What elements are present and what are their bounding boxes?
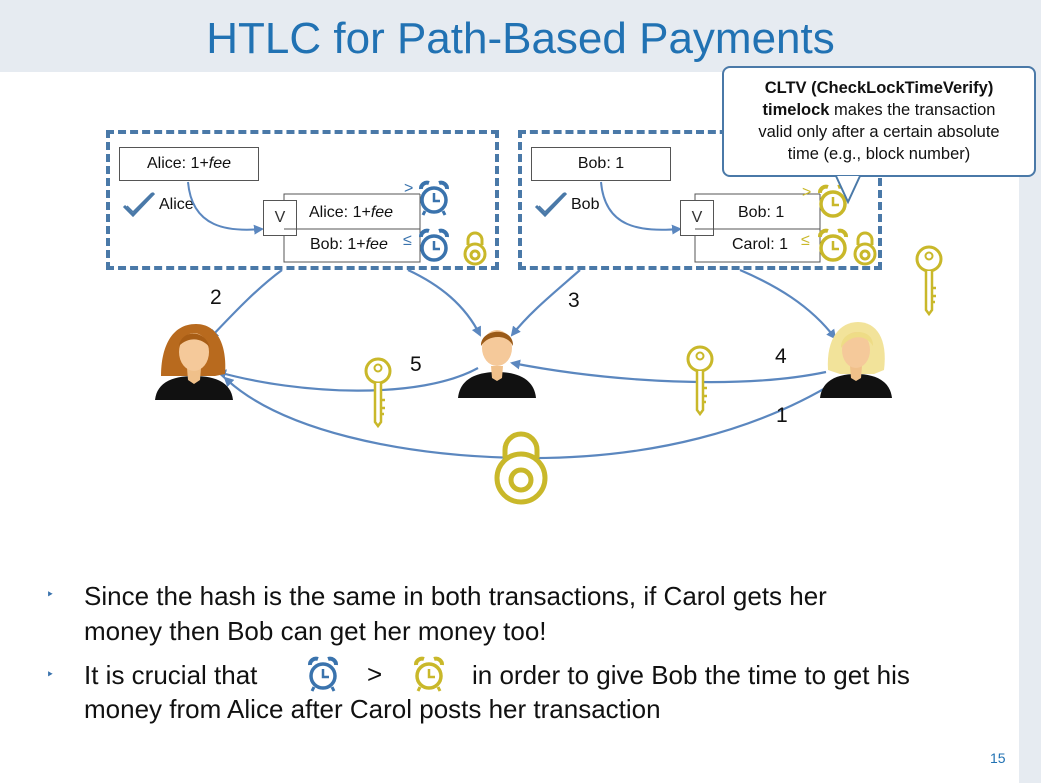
alice-input-fee: fee [208,155,232,172]
right-output-2-cmp: ≤ [801,232,810,249]
page-number: 15 [990,750,1006,766]
callout-heading: CLTV (CheckLockTimeVerify) [764,79,994,97]
step-number-5: 5 [410,353,422,376]
bob-input-box: Bob: 1 [531,147,671,181]
step-number-4: 4 [775,345,787,368]
cltv-callout: CLTV (CheckLockTimeVerify) timelock make… [722,66,1036,177]
key-icon [364,357,392,429]
greater-than-symbol: > [367,659,383,689]
padlock-icon [853,231,877,266]
bob-signer-label: Bob [571,196,600,213]
slide-title: HTLC for Path-Based Payments [206,14,835,63]
alice-bob-transaction-box [106,130,499,270]
step-number-2: 2 [210,286,222,309]
carol-person-icon [820,322,892,398]
callout-line2: makes the transaction [829,101,996,119]
gold-alarm-clock-icon [818,184,848,218]
padlock-icon [463,231,487,266]
right-output-1: Bob: 1 [738,204,785,221]
or-box-right: V [680,200,714,236]
left-output-1-cmp: > [404,180,414,197]
bullet-1-line-1: Since the hash is the same in both trans… [84,581,827,611]
gold-alarm-clock-icon [818,228,848,262]
left-output-2: Bob: 1+fee [310,236,388,253]
bullet-marker-2: ‣ [46,666,55,682]
key-icon [915,245,943,317]
alice-input-text: Alice: 1+ [146,155,209,172]
bullet-marker-1: ‣ [46,586,55,602]
left-output-2-cmp: ≤ [403,232,412,249]
alice-input-box: Alice: 1+fee [119,147,259,181]
bullet-2-line-2: money from Alice after Carol posts her t… [84,694,661,724]
padlock-icon [494,431,548,505]
bob-person-icon [458,330,536,398]
callout-bold-word: timelock [762,101,830,119]
step-number-3: 3 [568,289,580,312]
bullet-2-suffix: in order to give Bob the time to get his [472,660,910,690]
left-output-1: Alice: 1+fee [309,204,394,221]
blue-alarm-clock-icon [419,228,449,262]
bullet-1-line-2: money then Bob can get her money too! [84,616,547,646]
blue-alarm-clock-icon [419,180,449,216]
callout-line4: time (e.g., block number) [787,145,971,163]
key-icon [686,345,714,417]
alice-signer-label: Alice [159,196,194,213]
right-output-1-cmp: > [802,184,812,201]
blue-alarm-clock-icon [308,656,338,692]
right-output-2: Carol: 1 [732,236,789,253]
checkmark-icon [122,191,156,218]
checkmark-icon [534,191,568,218]
step-number-1: 1 [776,404,788,427]
callout-line3: valid only after a certain absolute [758,123,1000,141]
header-band [0,0,1041,72]
alice-person-icon [155,324,233,400]
or-box-left: V [263,200,297,236]
bob-carol-transaction-box [518,130,882,270]
right-margin-strip [1019,72,1041,783]
bullet-2-prefix: It is crucial that [84,660,258,690]
gold-alarm-clock-icon [414,656,444,692]
